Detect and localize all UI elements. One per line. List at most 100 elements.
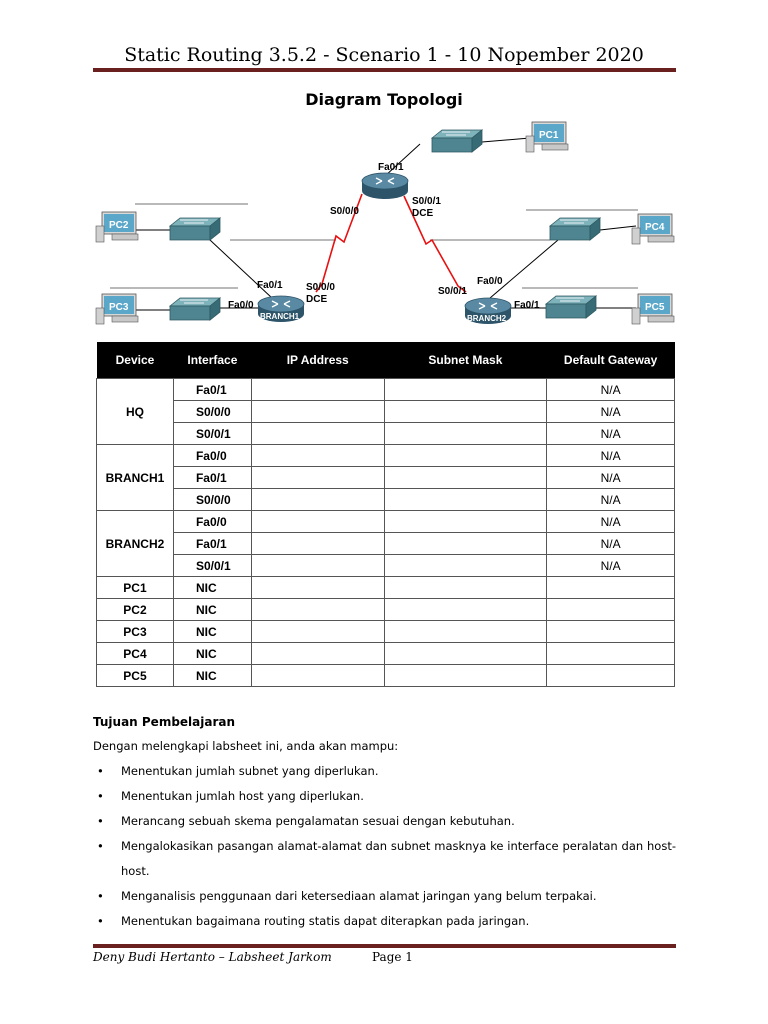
subnet-mask-cell[interactable] (383, 422, 548, 445)
switch-hq-lan-icon (431, 129, 483, 153)
default-gateway-cell[interactable]: N/A (546, 510, 675, 533)
interface-cell: Fa0/1 (172, 378, 252, 401)
subnet-mask-cell[interactable] (383, 510, 548, 533)
col-header-subnet-mask: Subnet Mask (384, 342, 547, 379)
wire-branch2-switch4 (489, 239, 559, 299)
interface-cell: S0/0/0 (172, 488, 252, 511)
ip-address-cell[interactable] (250, 400, 385, 423)
subnet-mask-cell[interactable] (383, 598, 548, 621)
footer-author: Deny Budi Hertanto – Labsheet Jarkom (93, 950, 332, 964)
default-gateway-cell[interactable] (546, 598, 675, 621)
default-gateway-cell[interactable] (546, 576, 675, 599)
subnet-mask-cell[interactable] (383, 664, 548, 687)
subnet-mask-cell[interactable] (383, 620, 548, 643)
wire-switch2-branch1 (209, 239, 273, 299)
ip-address-cell[interactable] (250, 642, 385, 665)
table-row: Fa0/1 N/A (97, 532, 675, 555)
ip-address-cell[interactable] (250, 510, 385, 533)
default-gateway-cell[interactable]: N/A (546, 422, 675, 445)
default-gateway-cell[interactable] (546, 620, 675, 643)
diagram-title: Diagram Topologi (305, 90, 463, 109)
default-gateway-cell[interactable]: N/A (546, 466, 675, 489)
ip-address-cell[interactable] (250, 554, 385, 577)
list-item: Mengalokasikan pasangan alamat-alamat da… (97, 834, 676, 884)
list-item: Merancang sebuah skema pengalamatan sesu… (97, 809, 676, 834)
pc1-label: PC1 (539, 130, 559, 141)
device-cell: PC2 (96, 598, 174, 621)
interface-cell: S0/0/1 (172, 422, 252, 445)
ip-address-cell[interactable] (250, 576, 385, 599)
subnet-mask-cell[interactable] (383, 400, 548, 423)
default-gateway-cell[interactable] (546, 664, 675, 687)
switch-branch1-a-icon (169, 217, 221, 241)
subnet-mask-cell[interactable] (383, 642, 548, 665)
interface-cell: NIC (172, 642, 252, 665)
router-hq-label: HQ (376, 198, 391, 209)
ip-address-cell[interactable] (250, 532, 385, 555)
pc5-label: PC5 (645, 302, 665, 313)
label-b1-s000: S0/0/0 (306, 282, 335, 293)
col-header-default-gateway: Default Gateway (546, 342, 675, 379)
footer-page-number: Page 1 (372, 950, 413, 964)
wire-hq-switch1 (384, 143, 421, 177)
ip-address-cell[interactable] (250, 466, 385, 489)
table-row: S0/0/0 N/A (97, 488, 675, 511)
list-item: Menentukan bagaimana routing statis dapa… (97, 909, 676, 934)
subnet-mask-cell[interactable] (383, 466, 548, 489)
switch-branch1-b-icon (169, 297, 221, 321)
switch-branch2-a-icon (549, 217, 601, 241)
table-row: Fa0/1 N/A (97, 466, 675, 489)
default-gateway-cell[interactable]: N/A (546, 400, 675, 423)
list-item: Menentukan jumlah host yang diperlukan. (97, 784, 676, 809)
default-gateway-cell[interactable]: N/A (546, 532, 675, 555)
default-gateway-cell[interactable]: N/A (546, 444, 675, 467)
ip-address-cell[interactable] (250, 664, 385, 687)
pc4-label: PC4 (645, 222, 665, 233)
ip-address-cell[interactable] (250, 598, 385, 621)
subnet-mask-cell[interactable] (383, 378, 548, 401)
subnet-mask-cell[interactable] (383, 532, 548, 555)
label-hq-dce: DCE (412, 208, 433, 219)
default-gateway-cell[interactable]: N/A (546, 488, 675, 511)
subnet-mask-cell[interactable] (383, 488, 548, 511)
label-hq-s001: S0/0/1 (412, 196, 441, 207)
ip-address-cell[interactable] (250, 488, 385, 511)
interface-cell: Fa0/1 (172, 466, 252, 489)
label-hq-s000: S0/0/0 (330, 206, 359, 217)
subnet-mask-cell[interactable] (383, 576, 548, 599)
subnet-mask-cell[interactable] (383, 554, 548, 577)
wire-switch1-pc1 (481, 137, 531, 143)
subnet-mask-cell[interactable] (383, 444, 548, 467)
default-gateway-cell[interactable] (546, 642, 675, 665)
label-b2-s001: S0/0/1 (438, 286, 467, 297)
device-cell: PC5 (96, 664, 174, 687)
interface-cell: NIC (172, 598, 252, 621)
ip-address-cell[interactable] (250, 378, 385, 401)
col-header-ip-address: IP Address (251, 342, 385, 379)
label-b1-fa00: Fa0/0 (228, 300, 254, 311)
label-b2-fa00: Fa0/0 (477, 276, 503, 287)
table-row: S0/0/1 N/A (97, 422, 675, 445)
address-table: Device Interface IP Address Subnet Mask … (96, 342, 675, 687)
device-cell: PC3 (96, 620, 174, 643)
page-header-title: Static Routing 3.5.2 - Scenario 1 - 10 N… (124, 44, 644, 66)
header-rule (93, 68, 676, 72)
interface-cell: NIC (172, 576, 252, 599)
interface-cell: NIC (172, 620, 252, 643)
default-gateway-cell[interactable]: N/A (546, 378, 675, 401)
router-branch1-label: BRANCH1 (260, 312, 300, 321)
default-gateway-cell[interactable]: N/A (546, 554, 675, 577)
ip-address-cell[interactable] (250, 444, 385, 467)
wire-switch4-pc4 (599, 225, 637, 231)
ip-address-cell[interactable] (250, 422, 385, 445)
interface-cell: Fa0/1 (172, 532, 252, 555)
ip-address-cell[interactable] (250, 620, 385, 643)
serial-link-hq-branch2 (403, 195, 467, 293)
